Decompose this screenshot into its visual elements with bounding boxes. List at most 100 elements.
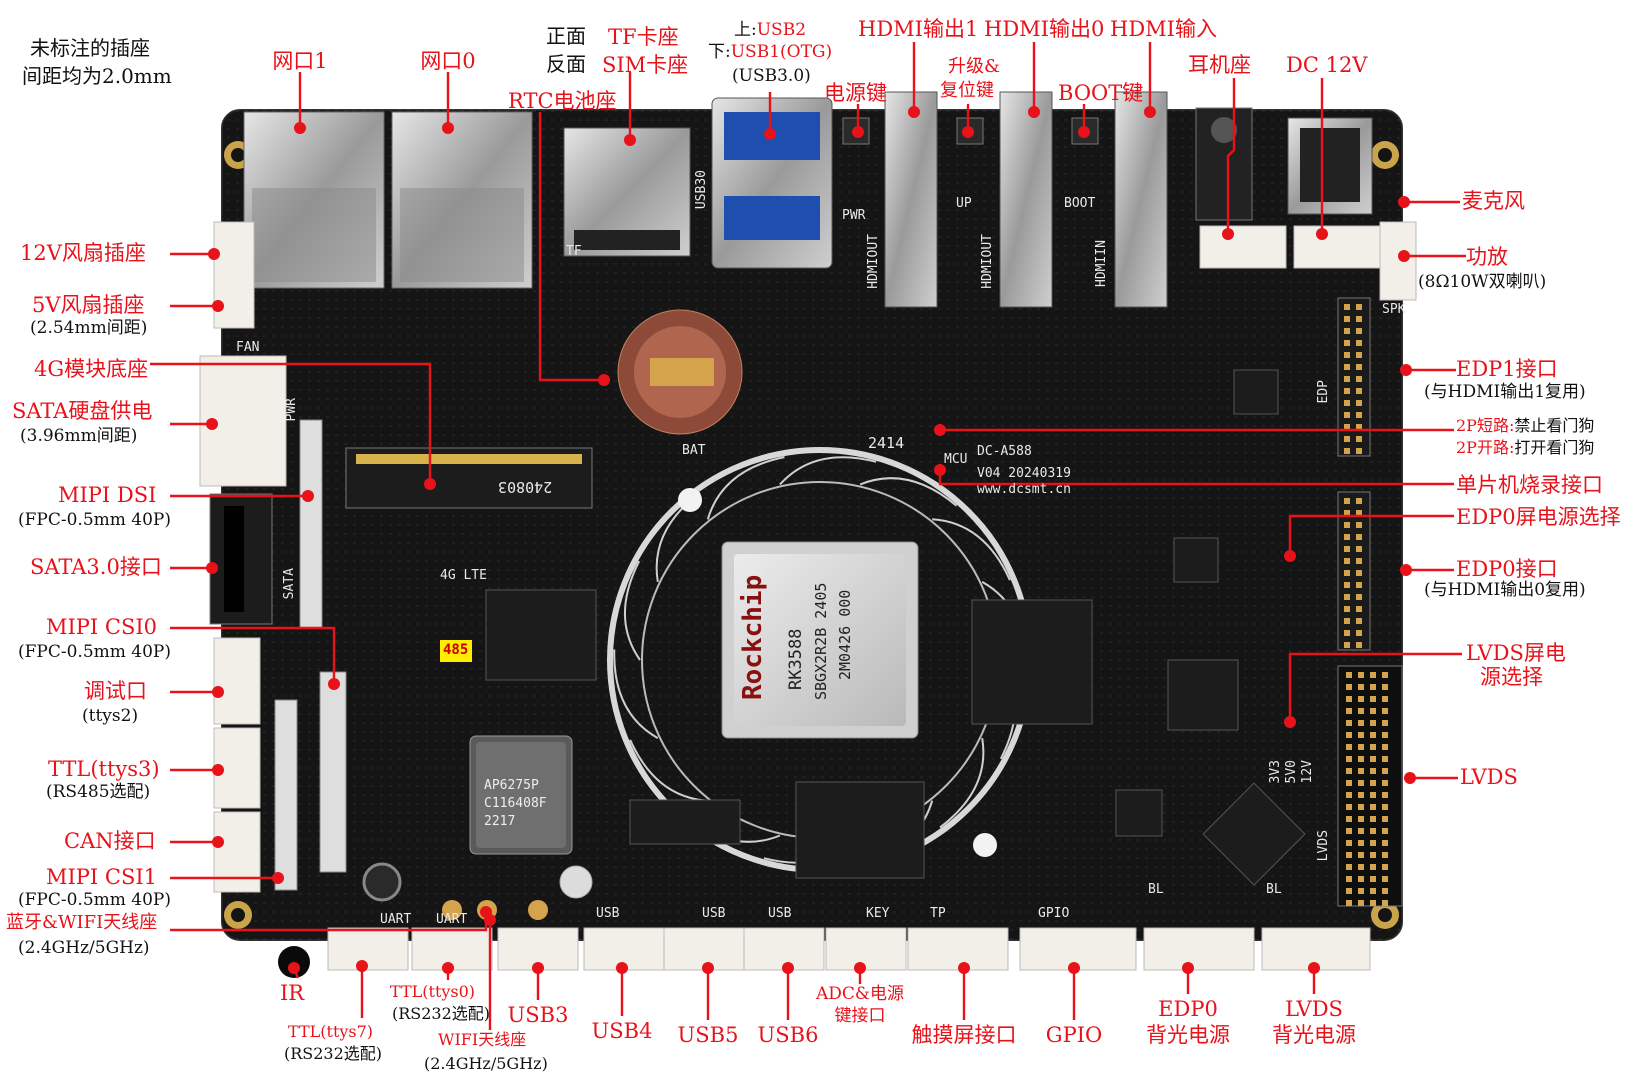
label-boot: BOOT键 — [1058, 81, 1144, 105]
silk-bat: BAT — [682, 443, 706, 458]
label-edp1: EDP1接口 — [1456, 357, 1558, 381]
silk-usb-c: USB — [768, 906, 792, 921]
label-wdt-short: 2P短路:禁止看门狗 — [1456, 417, 1594, 435]
label-wdt-open: 2P开路:打开看门狗 — [1456, 438, 1594, 457]
label-lvds-bl-b: 背光电源 — [1272, 1023, 1356, 1047]
label-ttl3-sub: (RS485选配) — [46, 782, 151, 802]
label-mipi-csi0: MIPI CSI0 — [46, 615, 158, 639]
label-fan5-sub: (2.54mm间距) — [30, 318, 148, 338]
label-sata-pwr-sub: (3.96mm间距) — [20, 426, 138, 446]
label-edp0-pwr: EDP0屏电源选择 — [1456, 505, 1621, 529]
label-sata3: SATA3.0接口 — [30, 555, 162, 579]
label-front: 正面 — [546, 24, 586, 48]
label-can: CAN接口 — [64, 829, 156, 853]
label-edp0-sub: (与HDMI输出0复用) — [1424, 580, 1586, 600]
silk-usb-a: USB — [596, 906, 620, 921]
label-adc-a: ADC&电源 — [815, 984, 905, 1004]
label-dc12v: DC 12V — [1286, 53, 1368, 77]
label-mic: 麦克风 — [1462, 189, 1525, 213]
bt-wifi-b: WIFI天线座 — [58, 912, 158, 933]
label-ttl7-sub: (RS232选配) — [284, 1044, 383, 1063]
label-ttl3: TTL(ttys3) — [48, 757, 160, 781]
silk-edp: EDP — [1316, 380, 1331, 404]
silk-12v: 12V — [1300, 760, 1315, 784]
silk-lte: 4G LTE — [440, 568, 487, 583]
label-sim-card: SIM卡座 — [602, 53, 689, 77]
ram-chip-1 — [971, 599, 1093, 725]
label-amp-sub: (8Ω10W双喇叭) — [1418, 272, 1547, 292]
silk-5v0: 5V0 — [1284, 760, 1299, 784]
silk-boot: BOOT — [1064, 196, 1096, 211]
label-back: 反面 — [546, 52, 586, 76]
label-rtc: RTC电池座 — [508, 89, 617, 113]
silk-sata: SATA — [282, 568, 297, 600]
wdt-open-a: 2P开路: — [1456, 438, 1515, 457]
label-fan5: 5V风扇插座 — [32, 293, 145, 317]
wifi-chip-line1: AP6275P — [484, 778, 539, 793]
label-usb6: USB6 — [757, 1023, 819, 1047]
label-wifi-ant-sub: (2.4GHz/5GHz) — [424, 1054, 548, 1073]
top-right-headers — [1199, 221, 1417, 301]
label-lvds-pwr-a: LVDS屏电 — [1466, 641, 1566, 665]
fpc-connectors — [274, 419, 347, 891]
ram-chip-2 — [795, 781, 925, 879]
label-bt-wifi: 蓝牙&WIFI天线座 — [6, 912, 158, 933]
silk-uart2: UART — [436, 912, 468, 927]
silk-m2-code: 240803 — [498, 478, 553, 496]
soc-code: SBGX2R2B 2405 — [812, 582, 830, 700]
ethernet-jacks — [243, 111, 533, 289]
silk-tp: TP — [930, 906, 946, 921]
note-line2: 间距均为2.0mm — [22, 64, 172, 88]
silk-board-name: DC-A588 — [977, 444, 1032, 459]
silk-usb30: USB30 — [694, 170, 709, 210]
label-mipi-csi1: MIPI CSI1 — [46, 865, 158, 889]
label-hdmi-out1: HDMI输出1 — [858, 17, 979, 41]
label-hdmi-out0: HDMI输出0 — [984, 17, 1105, 41]
label-debug-sub: (ttys2) — [82, 706, 139, 726]
label-eth1: 网口1 — [272, 49, 328, 73]
label-edp0-bl-a: EDP0 — [1158, 997, 1218, 1021]
silk-year: 2414 — [868, 434, 905, 452]
silk-bl2: BL — [1266, 882, 1282, 897]
wifi-chip-line2: C116408F — [484, 796, 547, 811]
silk-hdmiin: HDMIIN — [1094, 240, 1109, 287]
usb-lower: USB1(OTG) — [730, 42, 833, 62]
label-fan12: 12V风扇插座 — [20, 241, 146, 265]
silk-usb-b: USB — [702, 906, 726, 921]
badge-485: 485 — [443, 642, 469, 658]
soc-brand: Rockchip — [738, 574, 768, 700]
silk-up: UP — [956, 196, 972, 211]
silk-pwr: PWR — [842, 208, 866, 223]
label-hdmi-in: HDMI输入 — [1110, 17, 1217, 41]
label-ttl0-sub: (RS232选配) — [392, 1004, 491, 1023]
silk-spk: SPK — [1382, 302, 1406, 317]
silk-url: www.dcsmt.cn — [977, 482, 1071, 497]
silk-tf: TF — [566, 244, 582, 259]
label-adc-b: 键接口 — [834, 1006, 886, 1026]
silk-hdmiout0: HDMIOUT — [980, 234, 995, 289]
label-amp: 功放 — [1466, 245, 1508, 269]
bt-wifi-a: 蓝牙& — [6, 912, 59, 933]
label-ttl7: TTL(ttys7) — [288, 1022, 374, 1041]
label-ttl0: TTL(ttys0) — [390, 982, 476, 1001]
label-mipi-dsi-sub: (FPC-0.5mm 40P) — [18, 510, 171, 530]
silk-3v3: 3V3 — [1268, 760, 1283, 784]
label-usb-lower: 下:USB1(OTG) — [708, 42, 833, 62]
hdmi-ports — [884, 91, 1168, 308]
silk-pwr-side: PWR — [284, 398, 299, 422]
note-line1: 未标注的插座 — [30, 36, 150, 60]
label-mipi-dsi: MIPI DSI — [58, 483, 157, 507]
label-debug: 调试口 — [84, 679, 147, 703]
silk-mcu: MCU — [944, 452, 968, 467]
label-mipi-csi1-sub: (FPC-0.5mm 40P) — [18, 890, 171, 910]
label-ir: IR — [280, 981, 305, 1005]
label-usb30: (USB3.0) — [732, 66, 811, 86]
usb-upper-prefix: 上: — [734, 20, 757, 40]
label-eth0: 网口0 — [420, 49, 476, 73]
label-tf-card: TF卡座 — [608, 25, 679, 49]
silk-key: KEY — [866, 906, 890, 921]
soc-code2: 2M0426 000 — [836, 589, 854, 680]
label-edp0-bl-b: 背光电源 — [1146, 1023, 1230, 1047]
label-usb3: USB3 — [507, 1003, 569, 1027]
